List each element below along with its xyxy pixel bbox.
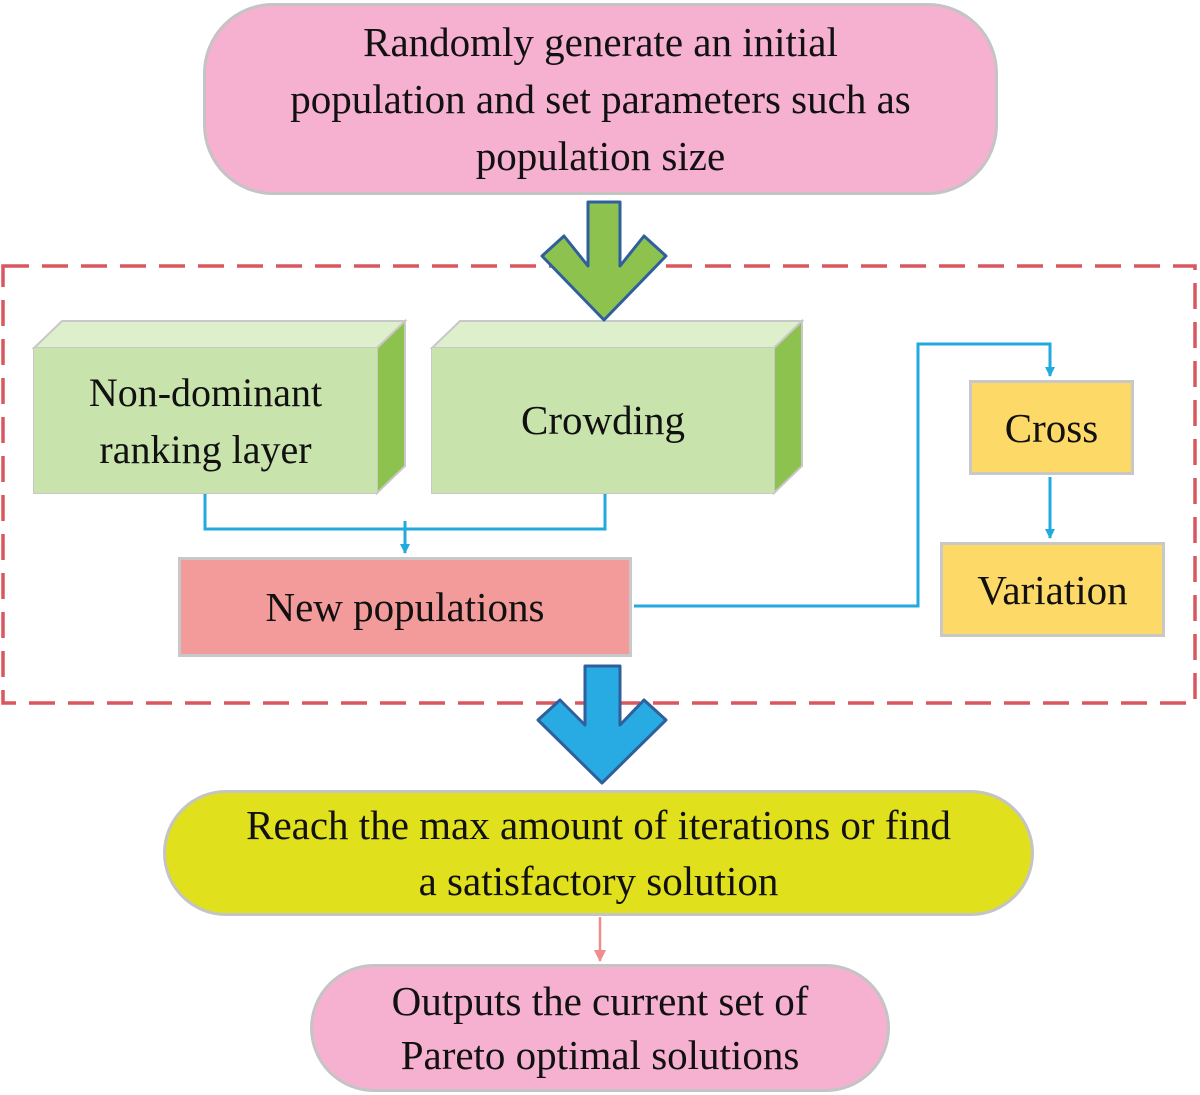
node-nondominant-line-2: ranking layer bbox=[99, 426, 312, 472]
node-output: Outputs the current set of Pareto optima… bbox=[310, 964, 890, 1092]
node-start-line-3: population size bbox=[475, 132, 726, 179]
node-crowding: Crowding bbox=[432, 348, 774, 493]
node-reach: Reach the max amount of iterations or fi… bbox=[163, 790, 1034, 916]
node-cross: Cross bbox=[969, 380, 1134, 475]
node-variation-label: Variation bbox=[977, 566, 1128, 613]
node-variation: Variation bbox=[940, 542, 1165, 637]
node-reach-line-2: a satisfactory solution bbox=[418, 858, 779, 904]
big-arrow-blue bbox=[536, 664, 668, 785]
node-nondominant-line-1: Non-dominant bbox=[88, 369, 323, 415]
node-start-line-2: population and set parameters such as bbox=[290, 75, 911, 122]
node-start: Randomly generate an initial population … bbox=[203, 3, 998, 195]
node-cross-label: Cross bbox=[1004, 404, 1099, 451]
edge-newpop-to-cross bbox=[634, 342, 1055, 608]
node-start-line-1: Randomly generate an initial bbox=[363, 18, 838, 65]
node-reach-line-1: Reach the max amount of iterations or fi… bbox=[246, 802, 951, 848]
node-output-line-2: Pareto optimal solutions bbox=[400, 1032, 800, 1078]
node-crowding-label: Crowding bbox=[521, 397, 685, 443]
node-output-line-1: Outputs the current set of bbox=[391, 978, 809, 1024]
node-nondominant: Non-dominant ranking layer bbox=[34, 348, 377, 493]
node-new-populations: New populations bbox=[178, 557, 632, 657]
node-new-populations-label: New populations bbox=[265, 584, 545, 630]
big-arrow-green bbox=[540, 200, 668, 322]
